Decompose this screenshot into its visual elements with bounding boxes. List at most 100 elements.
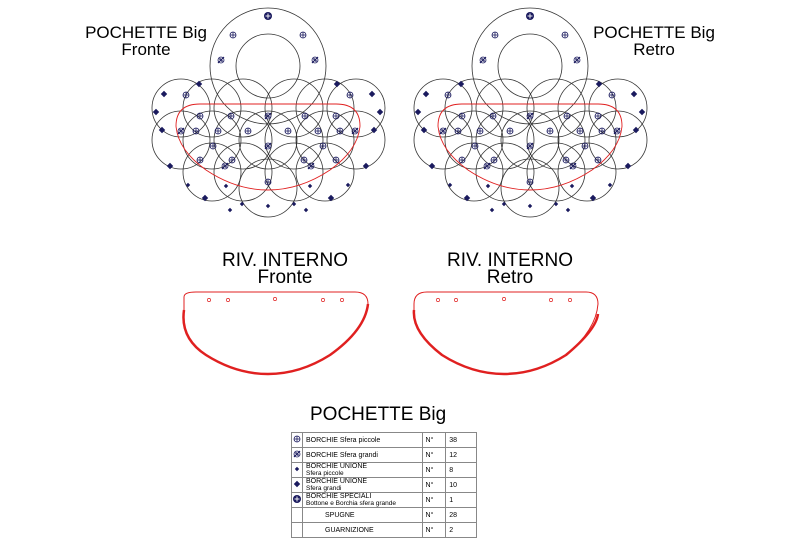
stud-small-icon (444, 91, 452, 99)
stud-large-icon (217, 56, 225, 64)
sponge-circle (475, 142, 535, 202)
title-front: POCHETTE Big Fronte (80, 24, 212, 58)
junction-large-icon (638, 108, 646, 116)
stud-small-icon (301, 112, 309, 120)
sponge-circle (213, 78, 273, 138)
stud-small-icon (476, 127, 484, 135)
special-stud-icon (293, 495, 301, 503)
stud-large-icon (264, 142, 272, 150)
junction-large-icon (376, 108, 384, 116)
junction-small-icon (489, 207, 495, 213)
sponge-circle (264, 78, 324, 138)
junction-large-icon (589, 194, 597, 202)
sponge-circle (295, 78, 355, 138)
legend-item-name: BORCHIE Sfera grandi (306, 451, 378, 459)
lining-front-hole (340, 298, 344, 302)
junction-large-icon (457, 80, 465, 88)
junction-large-icon (293, 480, 301, 488)
title-back: POCHETTE Big Retro (588, 24, 720, 58)
legend-icon-cell (291, 477, 303, 493)
legend-number-label: N° (421, 507, 447, 523)
handle-ring-inner (497, 33, 563, 99)
legend-icon-cell (291, 447, 303, 463)
junction-large-icon (422, 90, 430, 98)
stud-small-icon (506, 127, 514, 135)
legend-item-name: BORCHIE UNIONE (306, 463, 368, 470)
legend-name-cell: SPUGNE (302, 507, 423, 523)
stud-small-icon (471, 142, 479, 150)
sponge-circle (264, 110, 324, 170)
legend-item-name: GUARNIZIONE (325, 526, 374, 534)
stud-large-icon (221, 162, 229, 170)
sponge-circle (526, 142, 586, 202)
lining-back-edge (412, 309, 600, 376)
sponge-circle (264, 142, 324, 202)
junction-small-icon (294, 466, 300, 472)
junction-large-icon (630, 90, 638, 98)
junction-small-icon (447, 182, 453, 188)
stud-small-icon (228, 156, 236, 164)
stud-large-icon (526, 142, 534, 150)
legend-name-cell: GUARNIZIONE (302, 522, 423, 538)
junction-large-icon (370, 126, 378, 134)
junction-large-icon (327, 194, 335, 202)
stud-large-icon (569, 162, 577, 170)
junction-small-icon (303, 207, 309, 213)
legend-item-name: BORCHIE SPECIALI (306, 493, 372, 500)
sponge-circle (526, 110, 586, 170)
stud-small-icon (299, 31, 307, 39)
junction-small-icon (607, 182, 613, 188)
legend-icon-cell (291, 432, 303, 448)
bag-outline (437, 103, 623, 191)
sponge-circle (500, 110, 560, 170)
cross-circle-icon (293, 435, 301, 443)
stud-small-icon (332, 112, 340, 120)
lining-front-hole (207, 298, 211, 302)
sponge-circle (151, 78, 211, 138)
stud-small-icon (458, 156, 466, 164)
junction-small-icon (239, 201, 245, 207)
sponge-circle (238, 158, 298, 218)
title-back-line2: Retro (633, 40, 675, 59)
lining-back-shape (413, 291, 599, 375)
sponge-circle (444, 78, 504, 138)
lining-back (412, 291, 600, 376)
stud-small-icon (546, 127, 554, 135)
handle-ring-outer (471, 7, 589, 125)
junction-large-icon (166, 162, 174, 170)
stud-small-icon (608, 91, 616, 99)
legend-number-label: N° (421, 522, 447, 538)
stud-small-icon (489, 112, 497, 120)
stud-small-icon (561, 31, 569, 39)
stud-small-icon (196, 156, 204, 164)
sponge-circle (444, 142, 504, 202)
sponge-circle (500, 158, 560, 218)
sponge-circle (588, 78, 648, 138)
junction-large-icon (368, 90, 376, 98)
stud-large-icon (307, 162, 315, 170)
lining-back-hole (568, 298, 572, 302)
title-lining-back: RIV. INTERNO Retro (440, 251, 580, 287)
stud-small-icon (332, 156, 340, 164)
lining-back-hole (549, 298, 553, 302)
junction-large-icon (420, 126, 428, 134)
legend-number-label: N° (421, 492, 447, 508)
stud-large-icon (613, 127, 621, 135)
junction-small-icon (501, 201, 507, 207)
junction-small-icon (345, 182, 351, 188)
stud-large-icon (264, 112, 272, 120)
junction-large-icon (595, 80, 603, 88)
stud-small-icon (491, 31, 499, 39)
stud-small-icon (594, 112, 602, 120)
sponge-circle (557, 142, 617, 202)
lining-front (182, 291, 370, 376)
stud-small-icon (264, 178, 272, 186)
junction-large-icon (333, 80, 341, 88)
